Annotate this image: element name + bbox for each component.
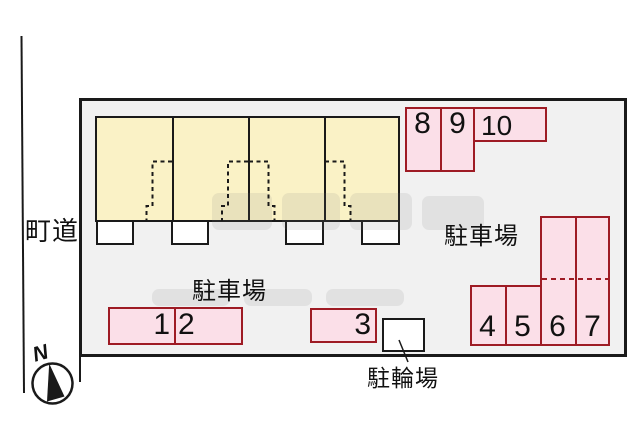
parking-divider-8-9 <box>440 109 442 170</box>
parking-space-5-label: 5 <box>514 310 531 343</box>
building-porch-2 <box>171 220 209 245</box>
parking-lot-label-left: 駐車場 <box>192 278 267 305</box>
parking-space-group-1-2 <box>108 307 243 345</box>
watermark <box>350 193 412 230</box>
road-label: 町道 <box>25 216 80 246</box>
bicycle-parking-label: 駐輪場 <box>367 365 439 391</box>
building-porch-4 <box>361 220 400 245</box>
parking-space-1-label: 1 <box>153 308 170 341</box>
compass-circle <box>31 362 74 405</box>
watermark <box>212 193 272 230</box>
bicycle-shed-box <box>382 318 425 352</box>
parking-space-10 <box>475 107 547 142</box>
watermark <box>244 289 312 306</box>
parking-space-7-label: 7 <box>584 310 601 343</box>
watermark <box>152 289 230 306</box>
compass-needle <box>47 363 65 402</box>
parking-divider-6-7 <box>575 218 577 344</box>
north-label: N <box>29 340 51 367</box>
parking-divider-1-2 <box>174 309 176 343</box>
parking-lot-label-right: 駐車場 <box>444 223 519 250</box>
watermark <box>282 193 340 230</box>
watermark <box>326 289 404 306</box>
parking-space-group-6-7 <box>540 216 610 346</box>
parking-divider-4-5 <box>505 287 507 344</box>
parking-space-group-8-9 <box>405 107 475 172</box>
parking-space-9-label: 9 <box>449 107 466 140</box>
parking-space-6-label: 6 <box>549 310 566 343</box>
parking-space-4-label: 4 <box>479 310 496 343</box>
watermark <box>422 196 484 230</box>
building-porch-3 <box>285 220 324 245</box>
parking-space-3 <box>310 308 377 343</box>
road-line <box>20 35 25 394</box>
parking-space-2-label: 2 <box>178 308 195 341</box>
unit-divider-1 <box>172 118 174 220</box>
parking-space-8-label: 8 <box>414 107 431 140</box>
parking-space-10-label: 10 <box>481 110 513 141</box>
parking-space-3-label: 3 <box>354 308 371 341</box>
parking-space-group-4-5 <box>470 285 540 346</box>
building-porch-1 <box>96 220 134 245</box>
